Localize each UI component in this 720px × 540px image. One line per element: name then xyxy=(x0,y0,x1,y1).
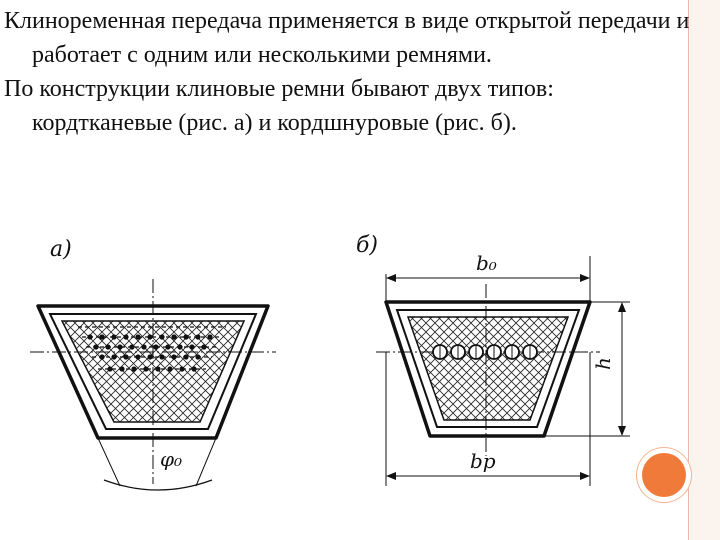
belt-a-wrap xyxy=(48,313,258,430)
dim-h-arrow-top xyxy=(618,302,626,312)
belt-b-core xyxy=(406,316,570,421)
slide-text: Клиноременная передача применяется в вид… xyxy=(4,4,694,140)
top-width-label: b₀ xyxy=(476,251,497,275)
angle-label: φ₀ xyxy=(160,447,182,471)
paragraph-2: По конструкции клиновые ремни бывают дву… xyxy=(4,76,554,136)
belt-cross-section-figure: а) xyxy=(30,233,630,491)
dim-h-arrow-bottom xyxy=(618,426,626,436)
figure-a: а) xyxy=(30,237,276,491)
angle-line-left xyxy=(97,437,121,487)
dim-b0-arrow-right xyxy=(580,274,590,282)
figure-b: б) b₀ h xyxy=(356,233,630,486)
angle-line-right xyxy=(195,437,217,487)
angle-arc xyxy=(103,479,213,491)
dim-bp-arrow-right xyxy=(580,472,590,480)
height-label: h xyxy=(591,357,615,370)
cord-layers-a xyxy=(78,326,226,372)
paragraph-1: Клиноременная передача применяется в вид… xyxy=(4,8,690,68)
figure-b-label: б) xyxy=(356,233,378,258)
belt-b-wrap xyxy=(395,309,581,428)
right-side-band xyxy=(690,0,720,540)
right-side-rule xyxy=(688,0,689,540)
figure-a-label: а) xyxy=(50,237,72,262)
dim-bp-arrow-left xyxy=(386,472,396,480)
pitch-width-label: bp xyxy=(470,449,496,473)
dim-b0-arrow-left xyxy=(386,274,396,282)
decorative-orange-circle xyxy=(642,453,686,497)
